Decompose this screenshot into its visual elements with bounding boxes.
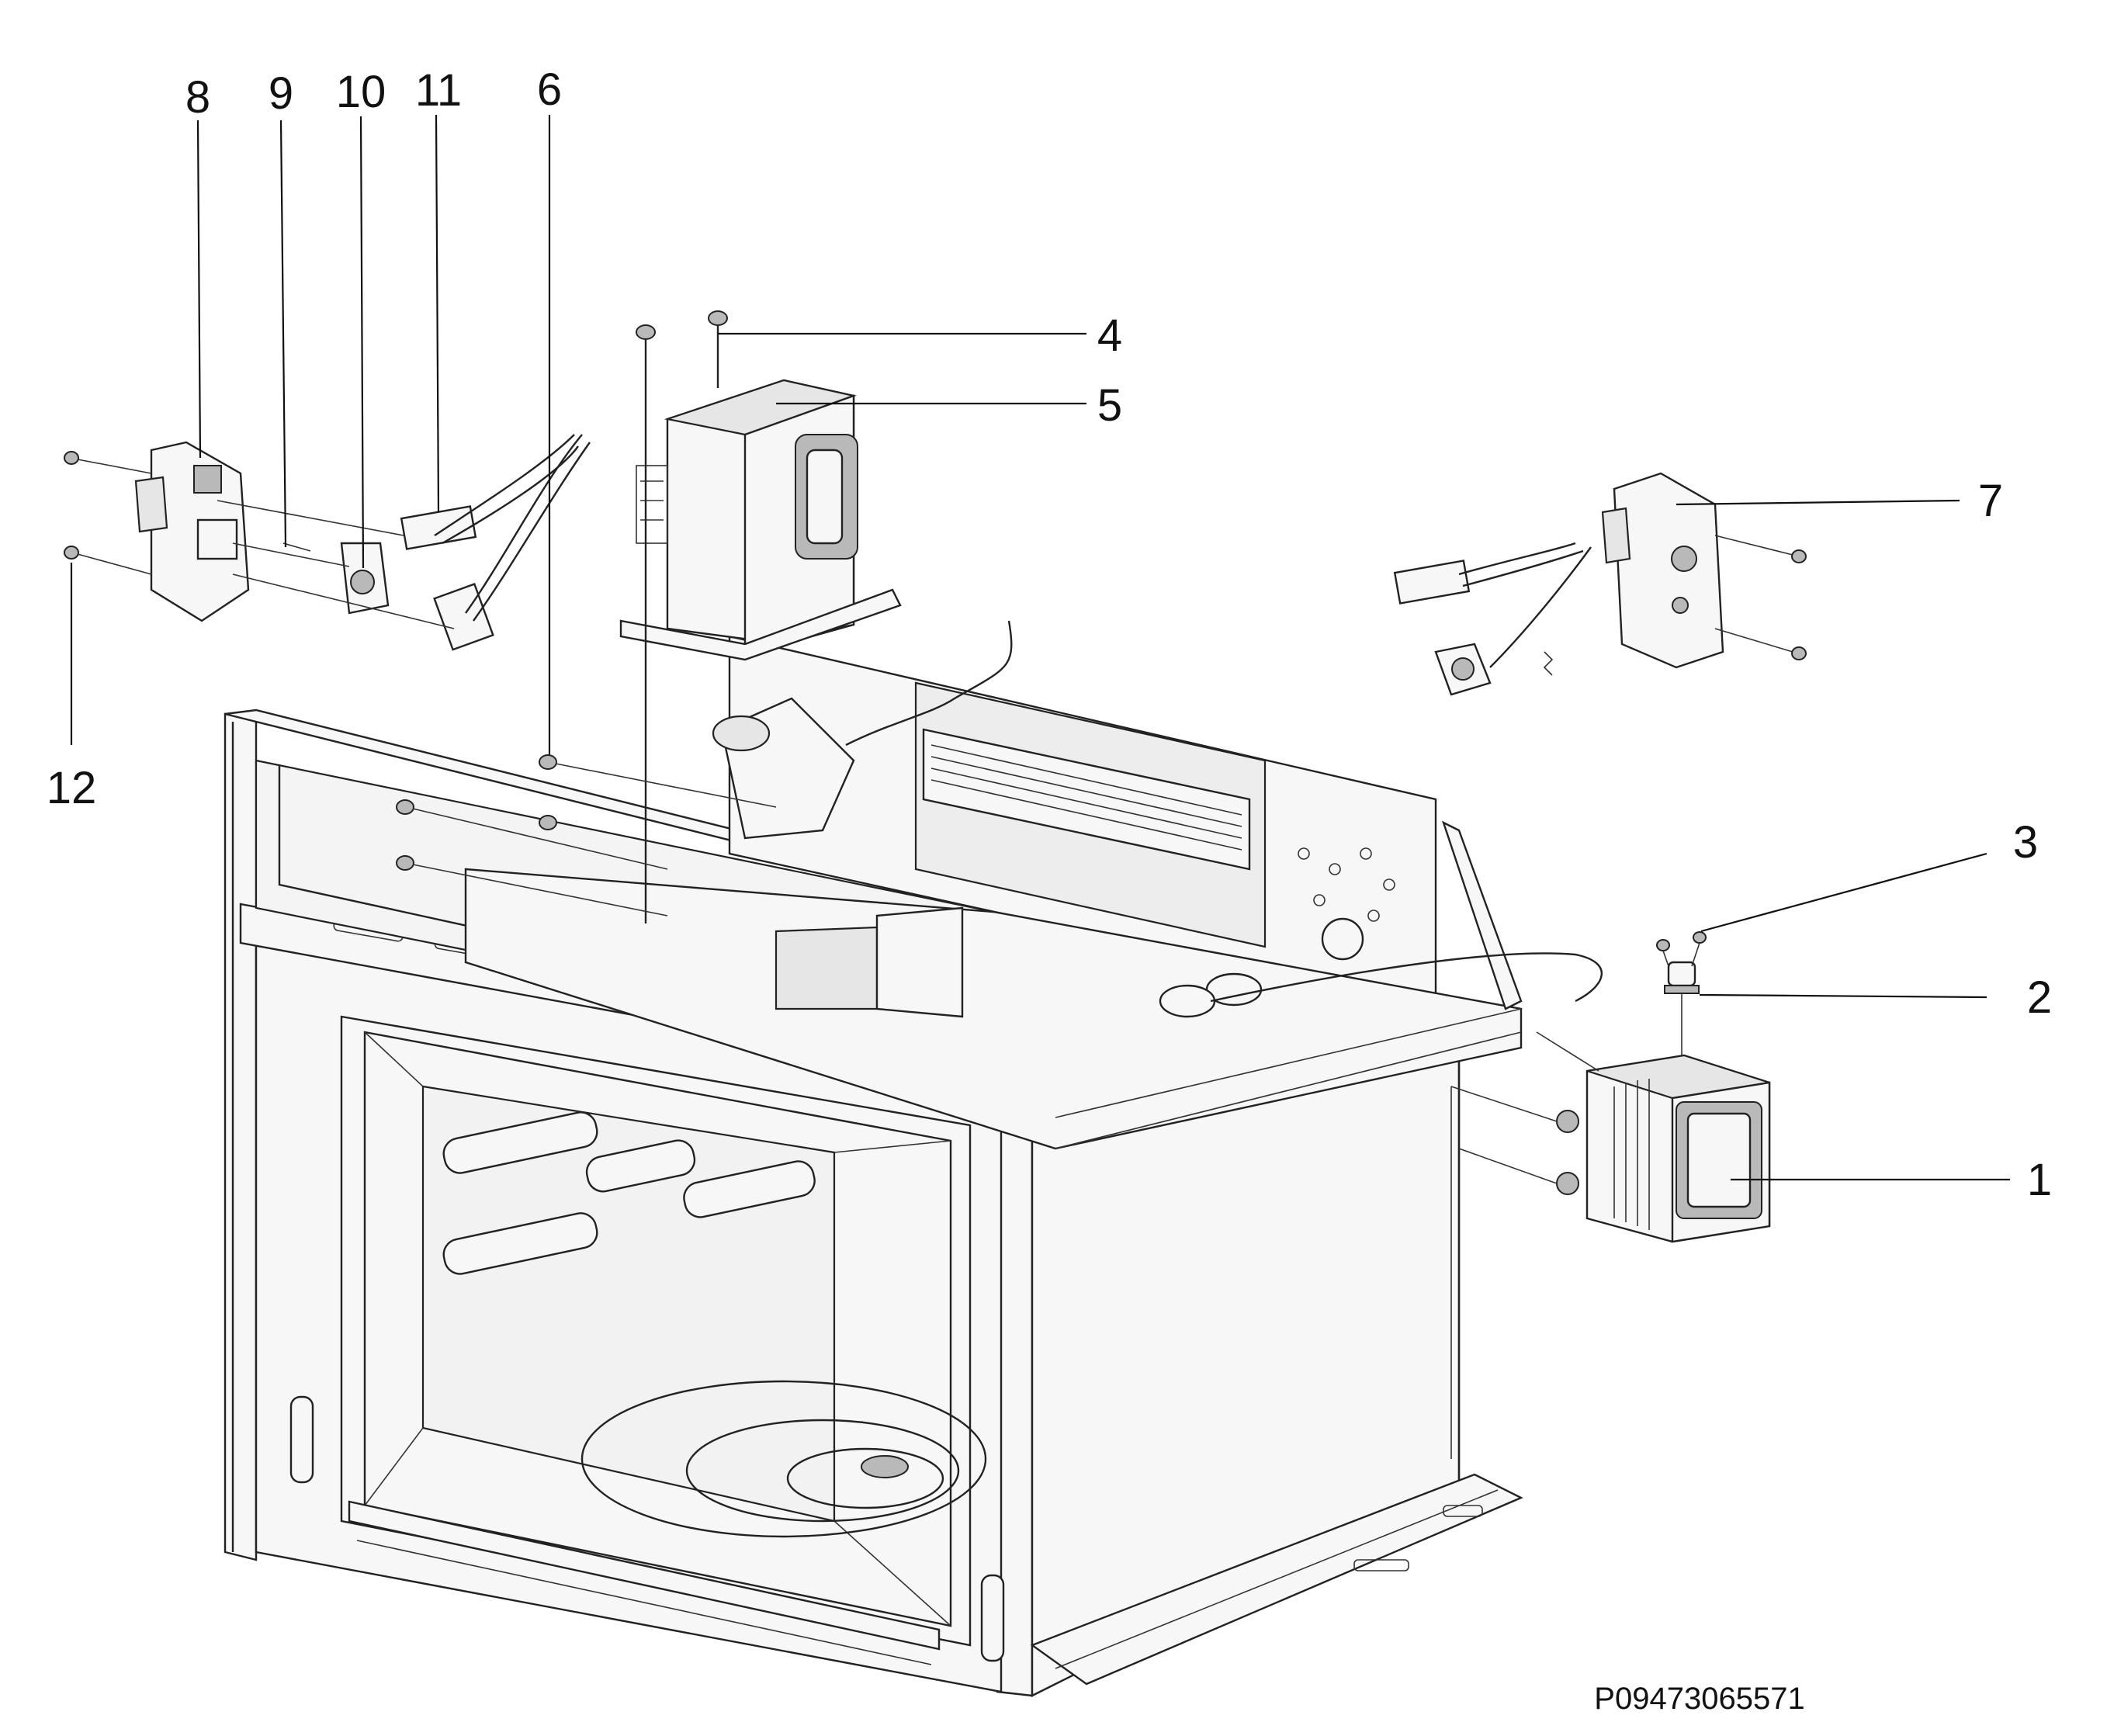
callout-labels: 1 2 3 4 5 6 7 8 9 10 11 12 P09473065571	[47, 64, 2052, 1716]
part-1-magnetron	[1450, 1031, 1771, 1243]
part-3-screw	[1656, 931, 1707, 967]
callout-2: 2	[2027, 972, 2052, 1023]
callout-9: 9	[269, 68, 293, 119]
part-code: P09473065571	[1594, 1682, 1804, 1716]
callout-7: 7	[1978, 476, 2003, 526]
callout-leaders	[70, 114, 2010, 1181]
callout-1: 1	[2027, 1155, 2052, 1205]
part-5-transformer	[619, 379, 902, 661]
callout-4: 4	[1097, 310, 1122, 361]
callout-8: 8	[185, 72, 210, 123]
callout-10: 10	[336, 67, 386, 117]
right-latch-assembly	[1393, 472, 1807, 696]
part-2-thermostat	[1664, 961, 1700, 1055]
part-4-screw	[636, 310, 728, 923]
callout-12: 12	[47, 763, 97, 813]
left-latch-assembly	[64, 434, 591, 651]
callout-6: 6	[537, 64, 562, 115]
part-6-screw	[396, 754, 777, 917]
oven-cavity	[224, 620, 1603, 1697]
callout-3: 3	[2013, 817, 2038, 868]
callout-11: 11	[415, 65, 462, 116]
callout-5: 5	[1097, 380, 1122, 431]
